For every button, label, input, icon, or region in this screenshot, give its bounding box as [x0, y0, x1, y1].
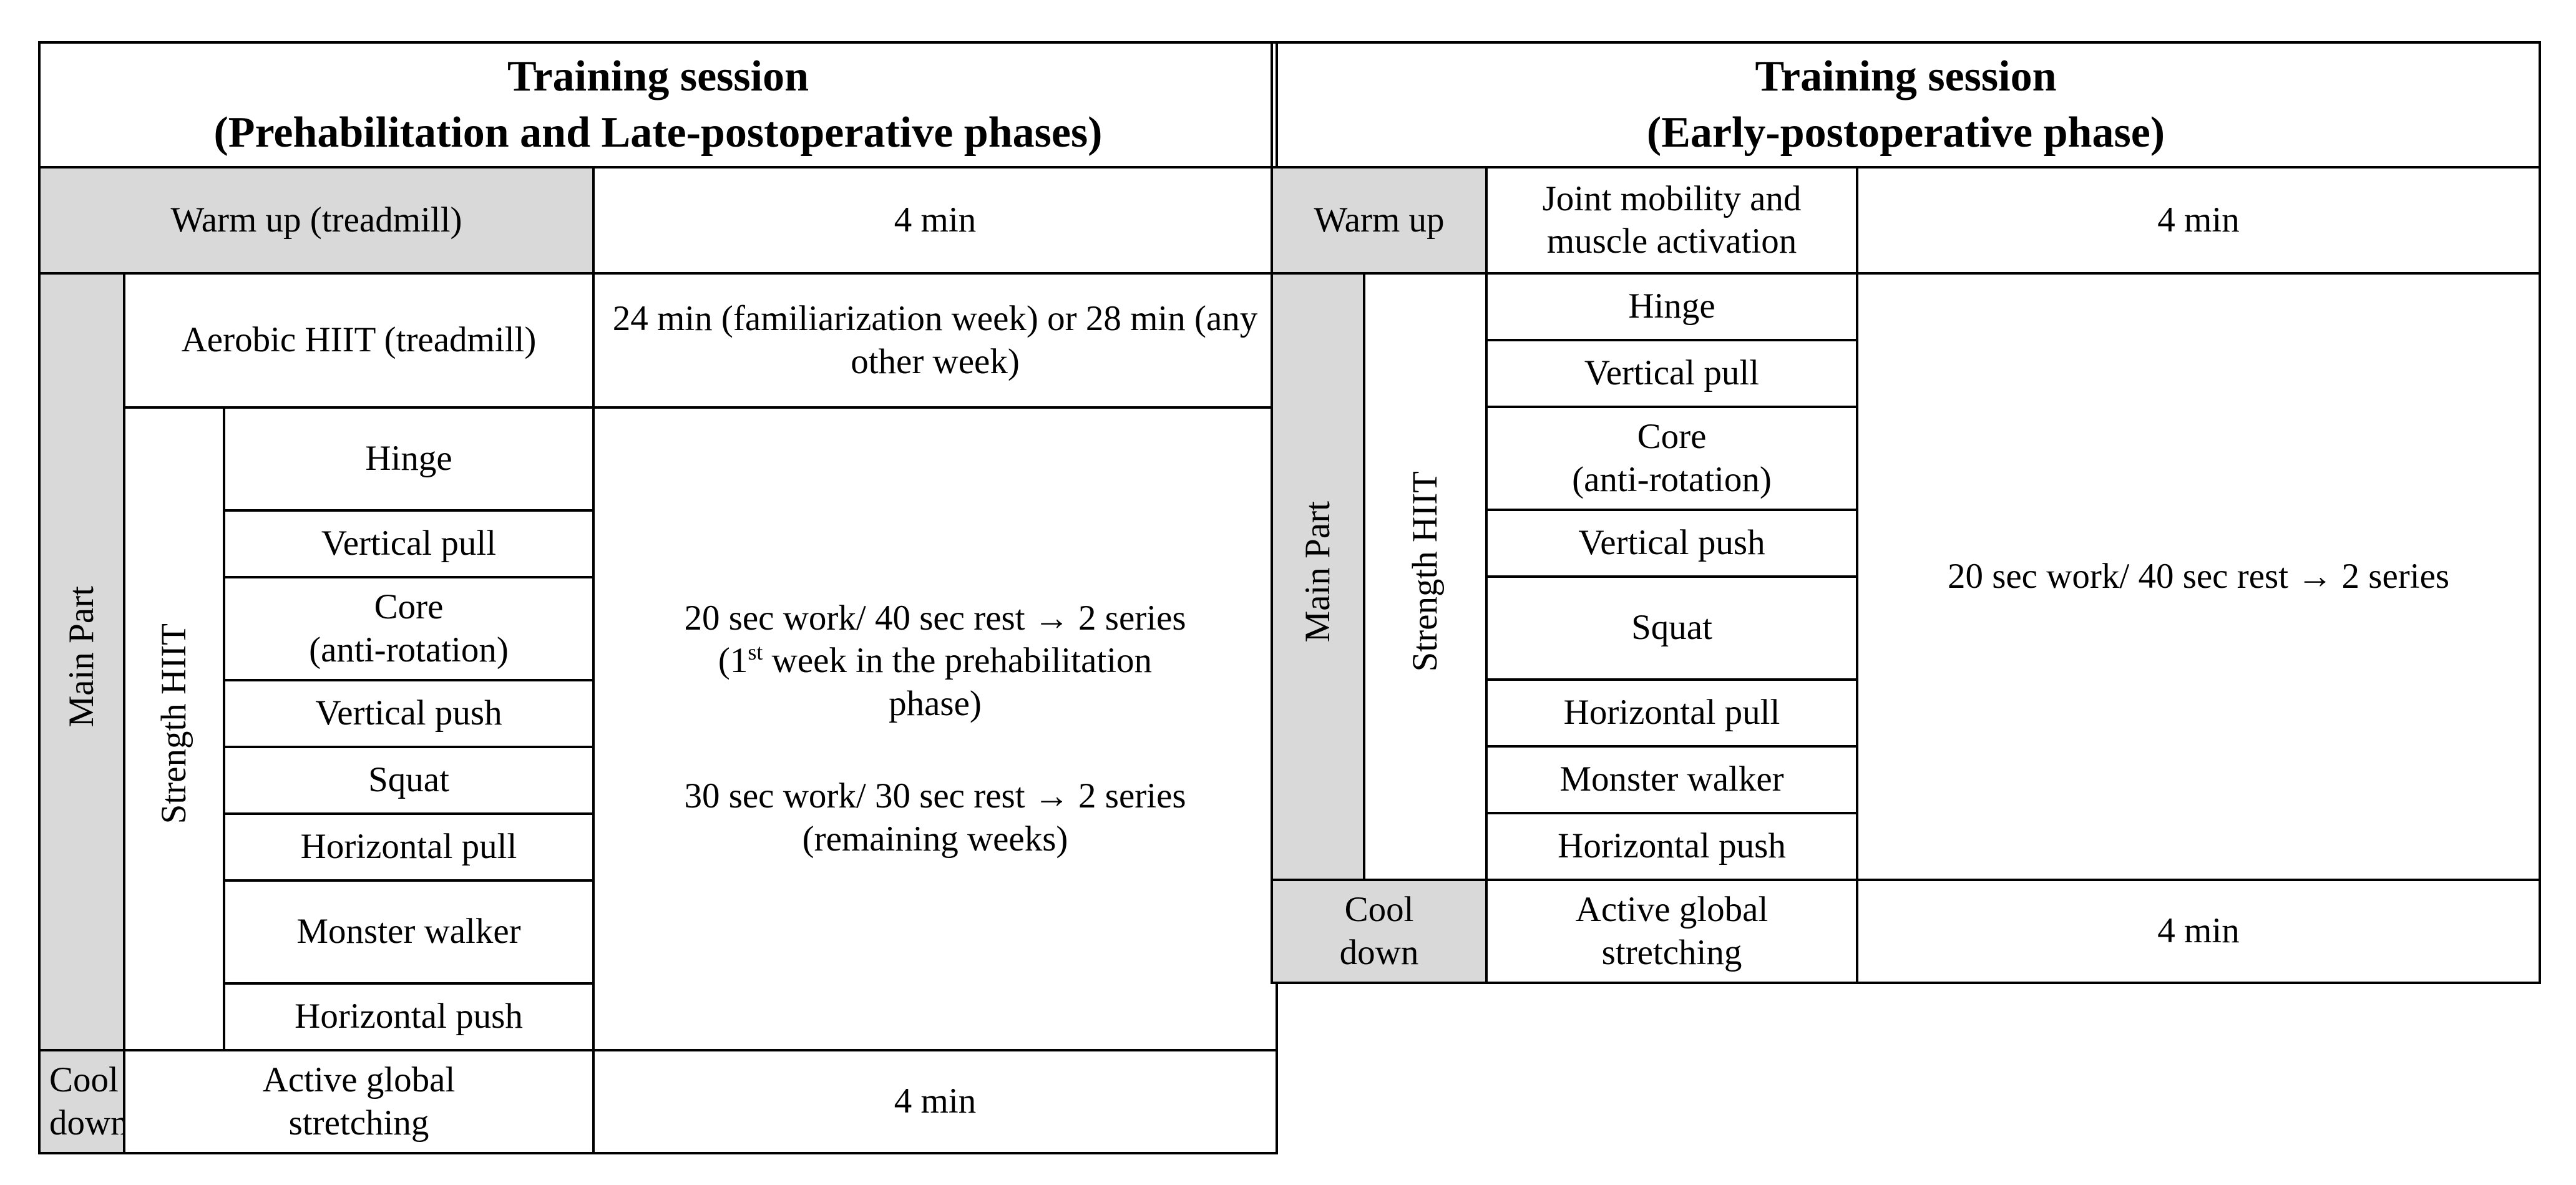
- strength-hiit-label: Strength HIIT: [123, 406, 225, 1051]
- cool-down-time: 4 min: [592, 1049, 1278, 1154]
- warm-up-label: Warm up (treadmill): [38, 166, 595, 275]
- exercise-horizontal-push: Horizontal push: [1485, 812, 1858, 881]
- cool-down-label: Cool down: [1271, 879, 1488, 984]
- aerobic-hiit-time: 24 min (familiarization week) or 28 min …: [592, 272, 1278, 409]
- cool-down-activity: Active global stretching: [123, 1049, 595, 1154]
- main-part-label: Main Part: [38, 272, 125, 1051]
- exercise-vertical-push: Vertical push: [1485, 509, 1858, 578]
- warm-up-time: 4 min: [1855, 166, 2542, 275]
- exercise-vertical-pull: Vertical pull: [223, 509, 595, 578]
- exercise-monster-walker: Monster walker: [1485, 745, 1858, 814]
- cool-down-label: Cool down: [38, 1049, 125, 1154]
- header-subtitle: (Prehabilitation and Late-postoperative …: [213, 109, 1103, 157]
- warm-up-time: 4 min: [592, 166, 1278, 275]
- header-title: Training session: [507, 52, 809, 101]
- table-header: Training session (Prehabilitation and La…: [38, 41, 1278, 168]
- warm-up-label: Warm up: [1271, 166, 1488, 275]
- exercise-monster-walker: Monster walker: [223, 879, 595, 985]
- exercise-vertical-push: Vertical push: [223, 679, 595, 748]
- exercise-vertical-pull: Vertical pull: [1485, 339, 1858, 408]
- exercise-horizontal-pull: Horizontal pull: [1485, 678, 1858, 748]
- strength-hiit-label: Strength HIIT: [1363, 272, 1488, 881]
- header-subtitle: (Early-postoperative phase): [1646, 109, 2165, 157]
- main-part-label: Main Part: [1271, 272, 1365, 881]
- exercise-hinge: Hinge: [1485, 272, 1858, 341]
- aerobic-hiit-label: Aerobic HIIT (treadmill): [123, 272, 595, 409]
- early-postop-table: Training session (Early-postoperative ph…: [1270, 41, 2542, 984]
- cool-down-activity: Active global stretching: [1485, 879, 1858, 984]
- table-header: Training session (Early-postoperative ph…: [1270, 41, 2542, 168]
- header-title: Training session: [1755, 52, 2057, 101]
- strength-protocol: 20 sec work/ 40 sec rest → 2 series (1st…: [592, 406, 1278, 1051]
- exercise-core: Core (anti-rotation): [1485, 406, 1858, 511]
- exercise-hinge: Hinge: [223, 406, 595, 512]
- prehab-late-postop-table: Training session (Prehabilitation and La…: [38, 41, 1278, 1154]
- strength-protocol: 20 sec work/ 40 sec rest → 2 series: [1855, 272, 2542, 881]
- exercise-squat: Squat: [223, 746, 595, 815]
- exercise-horizontal-pull: Horizontal pull: [223, 812, 595, 882]
- exercise-core: Core (anti-rotation): [223, 576, 595, 681]
- warm-up-activity: Joint mobility and muscle activation: [1485, 166, 1858, 275]
- cool-down-time: 4 min: [1855, 879, 2542, 984]
- exercise-squat: Squat: [1485, 575, 1858, 681]
- exercise-horizontal-push: Horizontal push: [223, 982, 595, 1051]
